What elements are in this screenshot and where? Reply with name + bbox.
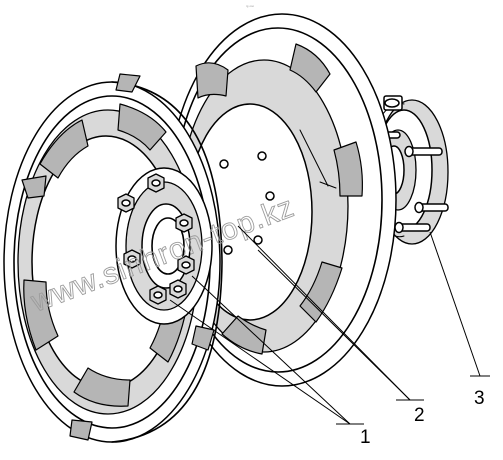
wheel-nuts xyxy=(117,173,195,305)
callout-2-leaders xyxy=(237,225,424,401)
front-wheel xyxy=(3,73,223,443)
hub-studs xyxy=(369,130,449,234)
callout-label-3: 3 xyxy=(474,388,485,409)
callout-label-1: 1 xyxy=(360,427,371,448)
callout-1-leaders xyxy=(169,275,364,425)
header-tiny-text: ᵗᵍ ᵒᵒᵒ xyxy=(246,4,255,9)
callout-label-2: 2 xyxy=(414,405,425,426)
callout-3-leader xyxy=(429,231,490,377)
